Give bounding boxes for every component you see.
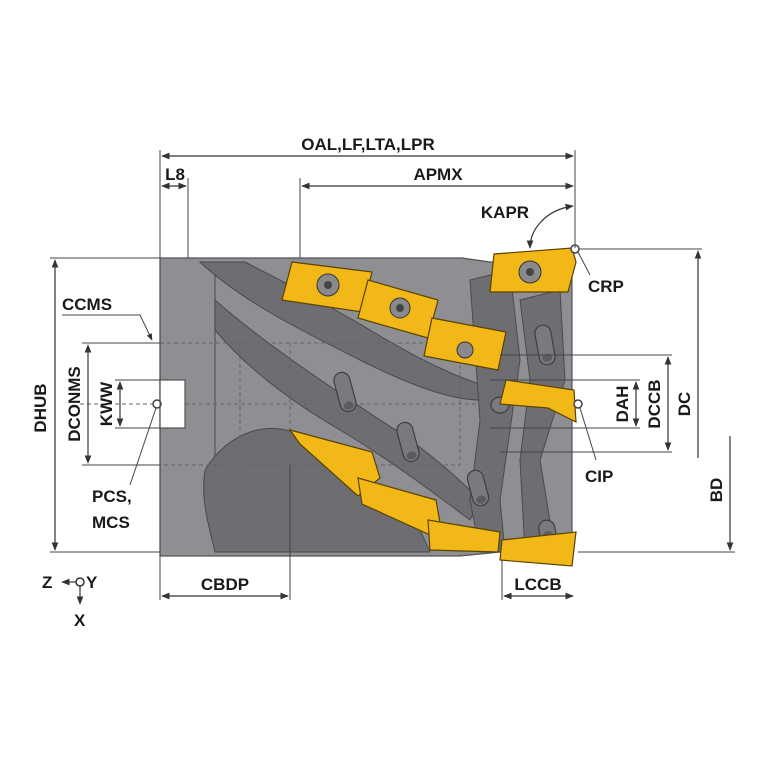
axis-origin: [75, 577, 85, 587]
reference-points: [152, 244, 583, 409]
label-apmx: APMX: [413, 165, 463, 184]
label-cip: CIP: [585, 467, 613, 486]
label-l8: L8: [165, 165, 185, 184]
label-axis-x: X: [74, 611, 86, 630]
label-crp: CRP: [588, 277, 624, 296]
label-ccms: CCMS: [62, 295, 112, 314]
label-dah: DAH: [613, 386, 632, 423]
label-oal: OAL,LF,LTA,LPR: [301, 135, 434, 154]
label-kww: KWW: [97, 381, 116, 426]
label-dc: DC: [675, 392, 694, 417]
label-kapr: KAPR: [481, 203, 529, 222]
label-cbdp: CBDP: [201, 575, 249, 594]
dimension-labels: OAL,LF,LTA,LPR L8 APMX KAPR CRP CCMS DHU…: [31, 135, 726, 630]
label-mcs: MCS: [92, 513, 130, 532]
label-pcs: PCS,: [92, 487, 132, 506]
label-dccb: DCCB: [645, 379, 664, 428]
cip-point: [573, 399, 583, 409]
pcs-point: [152, 399, 162, 409]
dimension-lines: [50, 150, 735, 605]
label-axis-z: Z: [42, 573, 52, 592]
cutting-inserts: [281, 247, 577, 567]
label-dhub: DHUB: [31, 383, 50, 432]
label-dconms: DCONMS: [65, 366, 84, 442]
label-axis-y: Y: [86, 573, 98, 592]
label-bd: BD: [707, 478, 726, 503]
label-lccb: LCCB: [514, 575, 561, 594]
